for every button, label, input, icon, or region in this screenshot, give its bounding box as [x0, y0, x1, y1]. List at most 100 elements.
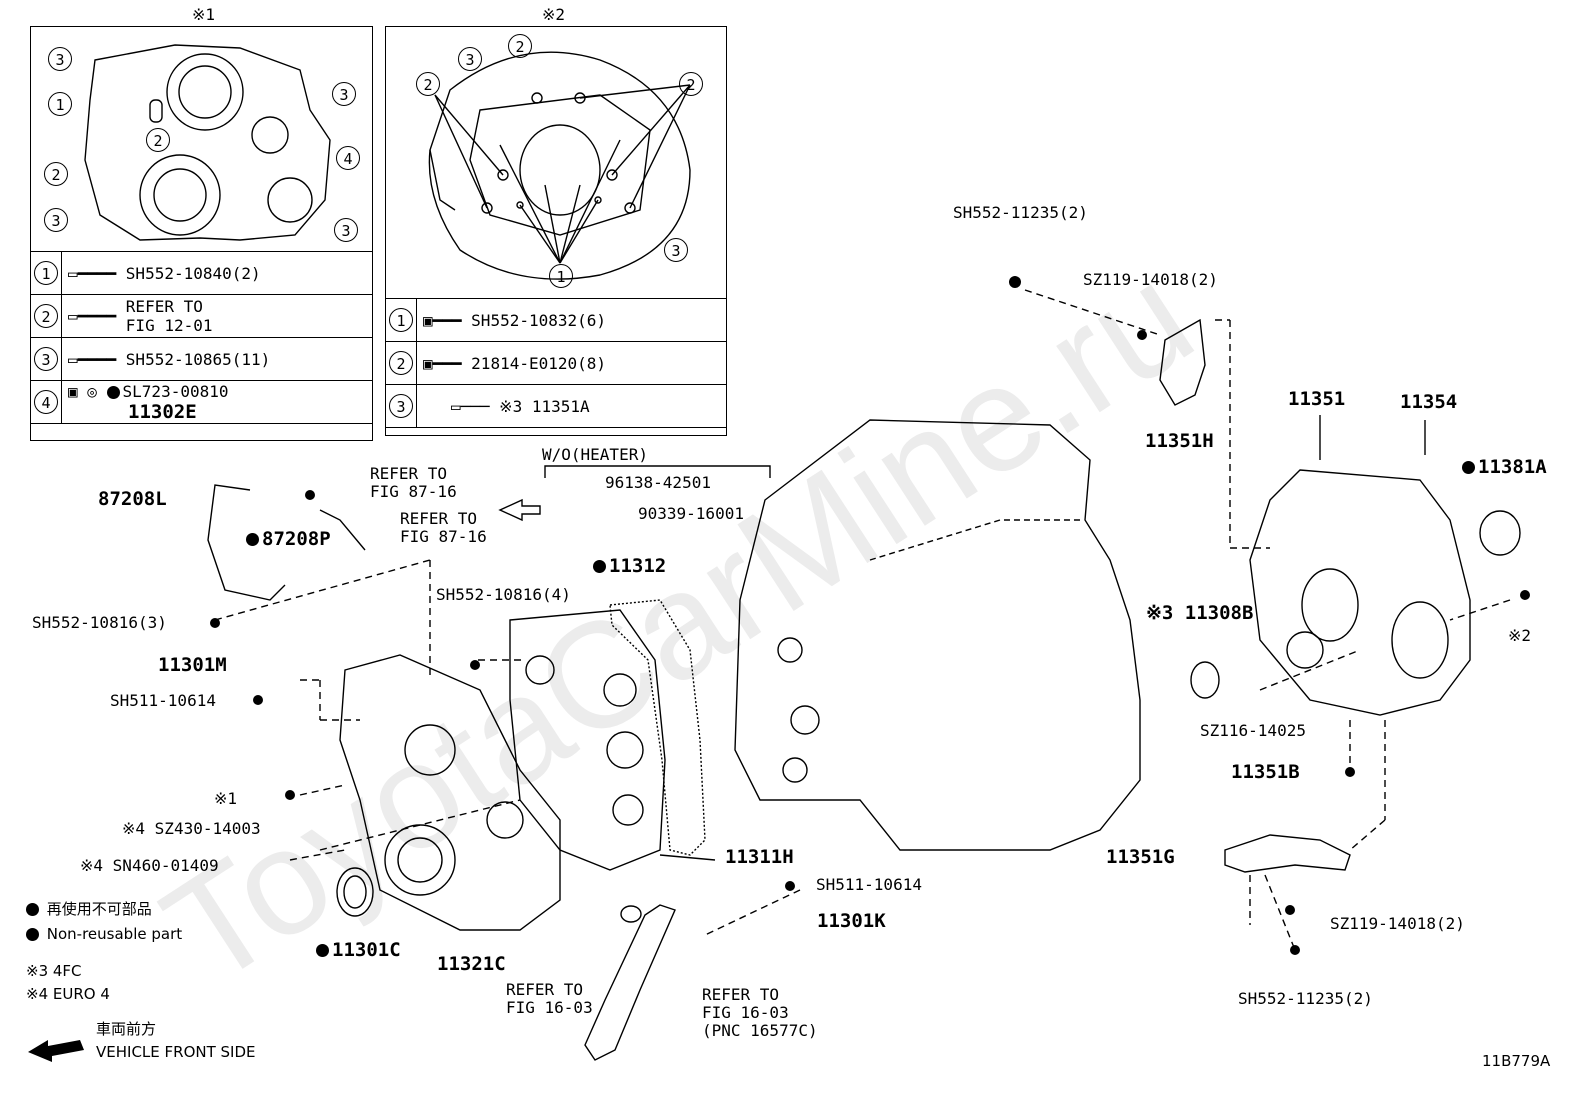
- part-number: 87208P: [262, 528, 331, 550]
- legend-en-nonreusable: Non-reusable part: [26, 925, 182, 943]
- part-11301K: 11301K: [817, 910, 886, 932]
- callout-3: 3: [389, 394, 413, 418]
- o-ring: [620, 905, 642, 923]
- legend-jp-front: 車両前方: [96, 1020, 157, 1038]
- part-SH511-10614-b: SH511-10614: [816, 875, 922, 894]
- callout-3: 3: [44, 208, 68, 232]
- callout-1: 1: [48, 92, 72, 116]
- part-11301M: 11301M: [158, 654, 227, 676]
- pin-icon: ▭───: [451, 396, 500, 416]
- part-SZ430-14003: ※4 SZ430-14003: [122, 819, 261, 838]
- part-SH552-10816-4: SH552-10816(4): [436, 585, 571, 604]
- part-SH552-11235-top: SH552-11235(2): [953, 203, 1088, 222]
- part-number: ※3 11351A: [499, 396, 590, 416]
- gasket-11312: [609, 599, 706, 856]
- figure-code: 11B779A: [1482, 1052, 1551, 1070]
- box1-row-3: 3 ▭━━━━ SH552-10865(11): [30, 337, 373, 381]
- part-number: SH552-10840(2): [125, 263, 261, 283]
- cover-plate-sketch: [509, 609, 666, 871]
- part-11321C: 11321C: [437, 953, 506, 975]
- callout-3: 3: [34, 347, 58, 371]
- non-reusable-dot-icon: [316, 944, 329, 957]
- non-reusable-dot-icon: [26, 928, 39, 941]
- hose-87208L: [207, 484, 286, 601]
- callout-3: 3: [664, 238, 688, 262]
- box1: [30, 26, 373, 441]
- part-11351B: 11351B: [1231, 761, 1300, 783]
- bracket-11351H: [1159, 318, 1206, 406]
- refer-text: REFER TO FIG 12-01: [125, 297, 213, 335]
- part-SN460-01409: ※4 SN460-01409: [80, 856, 219, 875]
- legend-note-3: ※3 4FC: [26, 962, 82, 980]
- timing-case-sketch: [336, 654, 561, 931]
- note-x2: ※2: [1508, 626, 1532, 645]
- refer-fig-16-03-a: REFER TO FIG 16-03: [506, 980, 593, 1017]
- non-reusable-dot-icon: [246, 533, 259, 546]
- callout-3: 3: [334, 218, 358, 242]
- refer-fig-87-16-b: REFER TO FIG 87-16: [400, 509, 487, 546]
- part-number: SL723-00810: [122, 381, 229, 401]
- part-number: SH552-10832(6): [471, 310, 607, 330]
- engine-block-outline: [734, 419, 1141, 851]
- callout-3: 3: [458, 47, 482, 71]
- part-96138-42501: 96138-42501: [605, 473, 711, 492]
- callout-1: 1: [34, 261, 58, 285]
- o-ring-11308B: [1190, 661, 1220, 699]
- box2-title: ※2: [542, 5, 566, 24]
- water-pipe: [584, 904, 676, 1061]
- legend-note-4: ※4 EURO 4: [26, 985, 110, 1003]
- oil-seal-11381A: [1479, 510, 1521, 556]
- refer-fig-87-16-a: REFER TO FIG 87-16: [370, 464, 457, 501]
- non-reusable-dot-icon: [106, 385, 120, 399]
- bolt-icon: ▭━━━━: [68, 349, 126, 369]
- box1-title: ※1: [192, 5, 216, 24]
- box2-row-2: 2 ▣━━━ 21814-E0120(8): [385, 341, 727, 385]
- part-SH552-10816-3: SH552-10816(3): [32, 613, 167, 632]
- flywheel-housing-sketch: [428, 51, 691, 280]
- callout-2: 2: [508, 34, 532, 58]
- legend-text: 再使用不可部品: [46, 900, 152, 918]
- part-11351G: 11351G: [1106, 846, 1175, 868]
- non-reusable-dot-icon: [1462, 461, 1475, 474]
- part-87208P: 87208P: [246, 528, 331, 550]
- bolt-icon: ▭━━━━: [68, 306, 126, 326]
- callout-1: 1: [549, 264, 573, 288]
- legend-text: Non-reusable part: [46, 925, 183, 943]
- non-reusable-dot-icon: [593, 560, 606, 573]
- front-side-arrow: [28, 1040, 84, 1062]
- callout-2: 2: [389, 351, 413, 375]
- part-number: 11381A: [1478, 456, 1547, 478]
- part-11354: 11354: [1400, 391, 1458, 413]
- callout-2: 2: [34, 304, 58, 328]
- part-11311H: 11311H: [725, 846, 794, 868]
- box1-row-2: 2 ▭━━━━ REFER TO FIG 12-01: [30, 294, 373, 338]
- flywheel-housing-11351: [1249, 469, 1471, 716]
- box1-legend-table: 1 ▭━━━━ SH552-10840(2) 2 ▭━━━━ REFER TO …: [30, 251, 373, 424]
- part-11351: 11351: [1288, 388, 1346, 410]
- part-SZ119-14018-top: SZ119-14018(2): [1083, 270, 1218, 289]
- box2-row-3: 3 ▭─── ※3 11351A: [385, 384, 727, 428]
- part-SH511-10614-a: SH511-10614: [110, 691, 216, 710]
- box2-row-1: 1 ▣━━━ SH552-10832(6): [385, 298, 727, 342]
- bracket-11351G: [1224, 834, 1351, 873]
- wo-heater-label: W/O(HEATER): [542, 445, 648, 464]
- bolt-icon: ▣━━━: [423, 310, 472, 330]
- part-number: 21814-E0120(8): [471, 353, 607, 373]
- part-87208L: 87208L: [98, 488, 167, 510]
- part-11312: 11312: [593, 557, 666, 576]
- legend-jp-nonreusable: 再使用不可部品: [26, 900, 152, 918]
- callout-2: 2: [146, 128, 170, 152]
- part-11381A: 11381A: [1462, 456, 1547, 478]
- part-number-11302E: 11302E: [128, 400, 197, 423]
- callout-2: 2: [679, 72, 703, 96]
- callout-4: 4: [34, 390, 58, 414]
- bolt-icon: ▭━━━━: [68, 263, 126, 283]
- part-11308B: ※3 11308B: [1146, 602, 1254, 624]
- refer-fig-16-03-b: REFER TO FIG 16-03 (PNC 16577C): [702, 985, 818, 1040]
- part-11351H: 11351H: [1145, 430, 1214, 452]
- part-11301C: 11301C: [316, 941, 401, 960]
- part-SZ116-14025: SZ116-14025: [1200, 721, 1306, 740]
- non-reusable-dot-icon: [26, 903, 39, 916]
- timing-cover-sketch: [84, 44, 331, 241]
